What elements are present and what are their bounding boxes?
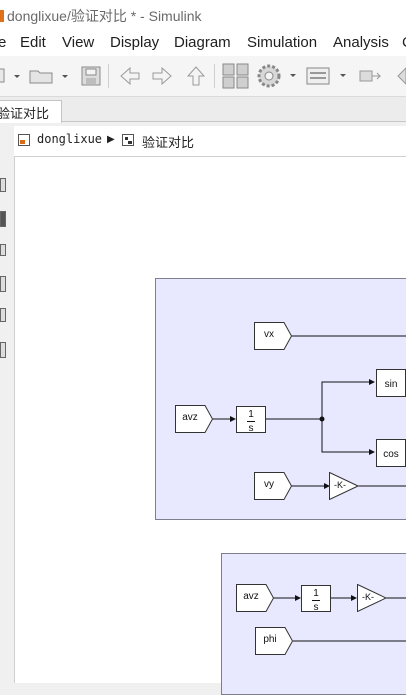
library-browser-icon[interactable]: [222, 63, 250, 89]
subsystem-icon: [122, 134, 134, 146]
arrow-icon[interactable]: [0, 244, 6, 256]
simulink-app-icon: [0, 10, 4, 22]
from-vx-label: vx: [264, 329, 274, 340]
breadcrumb-current[interactable]: 验证对比: [142, 135, 195, 150]
from-block-avz-2[interactable]: avz: [236, 584, 274, 612]
integrator-block[interactable]: 1 s: [236, 406, 266, 434]
toolbar-separator: [214, 64, 215, 88]
sin-label: sin: [384, 379, 398, 390]
breadcrumb-root[interactable]: donglixue: [37, 132, 103, 146]
menu-analysis[interactable]: Analysis: [333, 34, 389, 51]
integrator-den: s: [248, 423, 254, 434]
signal-lines-1: [211, 335, 406, 489]
annotation-icon[interactable]: [0, 276, 6, 292]
menu-view[interactable]: View: [62, 34, 95, 51]
back-icon[interactable]: [118, 64, 142, 88]
new-model-icon[interactable]: [0, 66, 26, 86]
integrator-block-2[interactable]: 1 s: [301, 585, 331, 613]
left-palette: [0, 156, 15, 683]
forward-icon[interactable]: [150, 64, 174, 88]
menu-diagram[interactable]: Diagram: [174, 34, 231, 51]
integrator-num: 1: [248, 409, 254, 420]
tab-model[interactable]: [0, 100, 62, 123]
from-avz-2-label: avz: [243, 591, 259, 602]
up-icon[interactable]: [184, 64, 208, 88]
step-icon[interactable]: [358, 63, 406, 89]
fit-view-icon[interactable]: [0, 211, 6, 227]
toolbar: [0, 56, 406, 97]
gain-block-2[interactable]: -K-: [357, 584, 387, 612]
integrator-2-num: 1: [313, 588, 319, 599]
settings-gear-icon[interactable]: [256, 63, 302, 89]
menu-display[interactable]: Display: [110, 34, 160, 51]
image-icon[interactable]: [0, 308, 6, 322]
from-avz-label: avz: [182, 412, 198, 423]
gain-2-label: -K-: [362, 592, 374, 602]
breadcrumb-separator: ▶: [107, 134, 115, 145]
signal-lines-2: [273, 595, 406, 642]
from-block-phi[interactable]: phi: [255, 627, 293, 655]
zoom-icon[interactable]: [0, 178, 6, 192]
from-block-vy[interactable]: vy: [254, 472, 292, 500]
menu-file[interactable]: e: [0, 34, 7, 51]
from-vy-label: vy: [264, 479, 274, 490]
open-folder-icon[interactable]: [28, 66, 74, 86]
toolbar-separator: [108, 64, 109, 88]
integrator-2-den: s: [313, 602, 319, 613]
subsystem-area-2[interactable]: [221, 553, 406, 695]
from-phi-label: phi: [263, 634, 277, 645]
from-block-avz[interactable]: avz: [175, 405, 213, 433]
menu-edit[interactable]: Edit: [20, 34, 46, 51]
from-block-vx[interactable]: vx: [254, 322, 292, 350]
model-icon: [18, 134, 30, 146]
title-bar: [0, 0, 406, 30]
save-icon[interactable]: [80, 66, 102, 86]
gain-block[interactable]: -K-: [329, 472, 359, 500]
breadcrumb: donglixue ▶ 验证对比: [14, 126, 406, 157]
model-config-icon[interactable]: [306, 63, 352, 89]
menu-simulation[interactable]: Simulation: [247, 34, 318, 51]
menu-code[interactable]: C: [402, 34, 406, 51]
window-title: donglixue/验证对比 * - Simulink: [7, 8, 202, 24]
tab-model-label: 验证对比: [0, 106, 50, 121]
area-icon[interactable]: [0, 342, 6, 358]
menu-bar: e Edit View Display Diagram Simulation A…: [0, 30, 406, 56]
tab-strip: [0, 97, 406, 122]
gain-label: -K-: [334, 480, 346, 490]
diagram-canvas[interactable]: vx avz 1 s sin cos vy -K-: [15, 157, 406, 695]
cos-label: cos: [383, 449, 399, 460]
